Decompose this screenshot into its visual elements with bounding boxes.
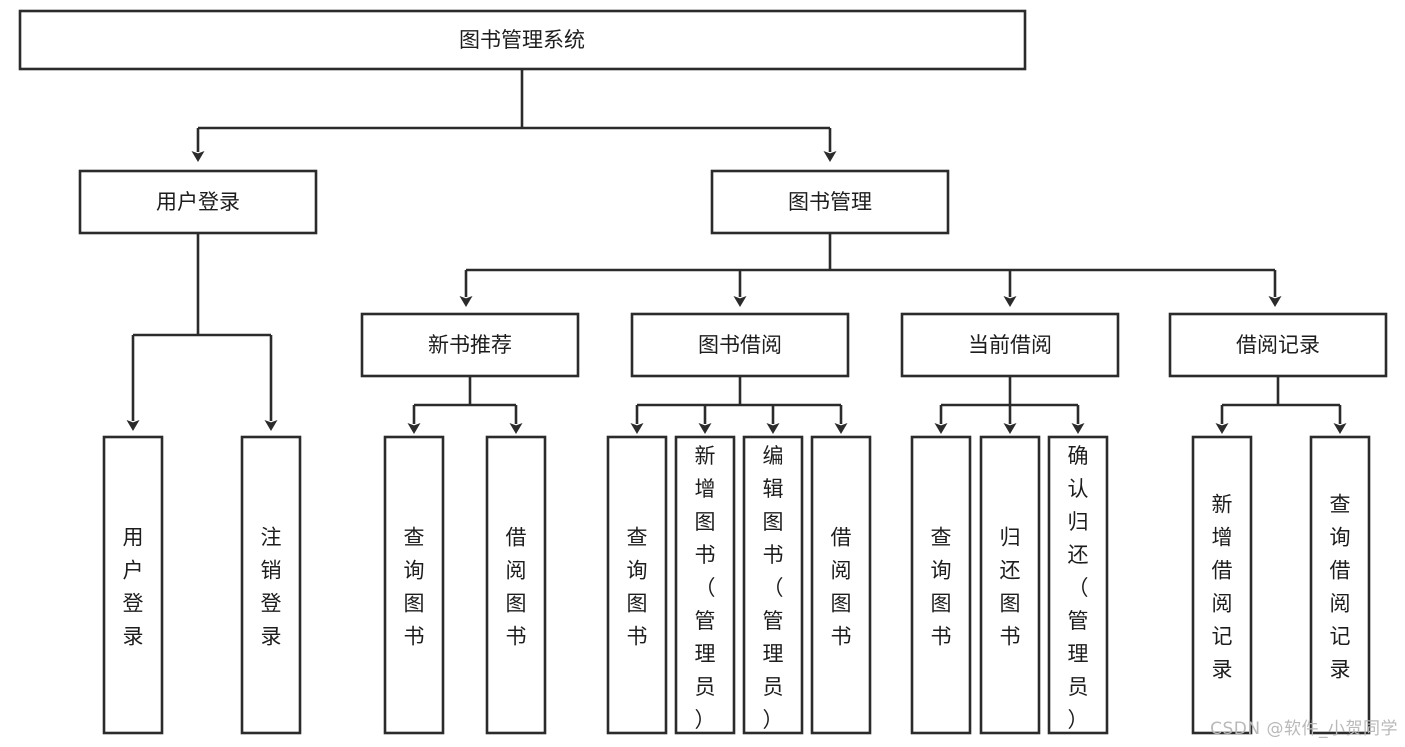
- leaf-book-borrow-add-label: 新增图书（管理员）: [695, 444, 716, 732]
- leaf-book-borrow-lend-label: 借阅图书: [831, 526, 852, 649]
- leaf-current-borrow-query-box[interactable]: [910, 435, 972, 735]
- leaf-current-borrow-query-label: 查询图书: [931, 526, 952, 649]
- node-user-login-label: 用户登录: [156, 190, 240, 214]
- leaf-label-layer: 用户登录 注销登录 查询图书 借阅图书 查询图书 新增图书（管理员） 编辑图书（管理员） 借阅…: [123, 444, 1351, 732]
- leaf-book-borrow-query-label: 查询图书: [627, 526, 648, 649]
- leaf-borrow-record-add-box[interactable]: [1191, 435, 1253, 735]
- leaf-book-borrow-edit-label: 编辑图书（管理员）: [763, 444, 784, 732]
- leaf-new-book-borrow-label: 借阅图书: [506, 526, 527, 649]
- node-new-book-recommend-box[interactable]: [360, 312, 580, 378]
- leaf-book-borrow-query-box[interactable]: [606, 435, 668, 735]
- leaf-user-login-login[interactable]: [102, 435, 164, 735]
- node-book-borrow-label: 图书借阅: [698, 333, 782, 357]
- leaf-user-login-login-box[interactable]: [102, 435, 164, 735]
- node-current-borrow[interactable]: 当前借阅: [900, 312, 1120, 378]
- leaf-current-borrow-confirm-box[interactable]: [1047, 435, 1109, 735]
- node-book-management-box[interactable]: [710, 169, 950, 235]
- leaf-new-book-query[interactable]: [383, 435, 445, 735]
- node-book-management-label: 图书管理: [788, 190, 872, 214]
- leaf-borrow-record-add-label: 新增借阅记录: [1212, 493, 1233, 682]
- leaf-book-borrow-add-box[interactable]: [674, 435, 736, 735]
- leaf-book-borrow-edit[interactable]: [742, 435, 804, 735]
- node-new-book-recommend[interactable]: 新书推荐: [360, 312, 580, 378]
- connector-layer: [126, 69, 1347, 434]
- node-book-management[interactable]: 图书管理: [710, 169, 950, 235]
- leaf-new-book-query-label: 查询图书: [404, 526, 425, 649]
- leaf-current-borrow-return-label: 归还图书: [1000, 526, 1021, 649]
- leaf-user-login-logout[interactable]: [240, 435, 302, 735]
- leaf-user-login-logout-box[interactable]: [240, 435, 302, 735]
- node-root-system[interactable]: 图书管理系统: [18, 9, 1027, 71]
- node-borrow-record-label: 借阅记录: [1236, 333, 1320, 357]
- node-user-login[interactable]: 用户登录: [78, 169, 318, 235]
- leaf-user-login-login-label: 用户登录: [123, 526, 144, 649]
- leaf-current-borrow-return[interactable]: [979, 435, 1041, 735]
- node-current-borrow-box[interactable]: [900, 312, 1120, 378]
- node-current-borrow-label: 当前借阅: [968, 333, 1052, 357]
- leaf-borrow-record-add[interactable]: [1191, 435, 1253, 735]
- leaf-current-borrow-confirm-label: 确认归还（管理员）: [1068, 444, 1089, 732]
- leaf-borrow-record-query[interactable]: [1309, 435, 1371, 735]
- leaf-current-borrow-confirm[interactable]: [1047, 435, 1109, 735]
- leaf-new-book-borrow-box[interactable]: [485, 435, 547, 735]
- node-borrow-record[interactable]: 借阅记录: [1168, 312, 1388, 378]
- leaf-book-borrow-edit-box[interactable]: [742, 435, 804, 735]
- node-new-book-recommend-label: 新书推荐: [428, 333, 512, 357]
- leaf-current-borrow-query[interactable]: [910, 435, 972, 735]
- leaf-book-borrow-add[interactable]: [674, 435, 736, 735]
- node-borrow-record-box[interactable]: [1168, 312, 1388, 378]
- node-book-borrow[interactable]: 图书借阅: [630, 312, 850, 378]
- leaf-new-book-borrow[interactable]: [485, 435, 547, 735]
- leaf-book-borrow-lend-box[interactable]: [810, 435, 872, 735]
- leaf-current-borrow-return-box[interactable]: [979, 435, 1041, 735]
- leaf-book-borrow-query[interactable]: [606, 435, 668, 735]
- node-root-system-label: 图书管理系统: [459, 28, 585, 52]
- node-user-login-box[interactable]: [78, 169, 318, 235]
- leaf-borrow-record-query-box[interactable]: [1309, 435, 1371, 735]
- leaf-book-borrow-lend[interactable]: [810, 435, 872, 735]
- node-book-borrow-box[interactable]: [630, 312, 850, 378]
- leaf-new-book-query-box[interactable]: [383, 435, 445, 735]
- node-root-system-box[interactable]: [18, 9, 1027, 71]
- leaf-user-login-logout-label: 注销登录: [261, 526, 282, 649]
- leaf-borrow-record-query-label: 查询借阅记录: [1330, 493, 1351, 682]
